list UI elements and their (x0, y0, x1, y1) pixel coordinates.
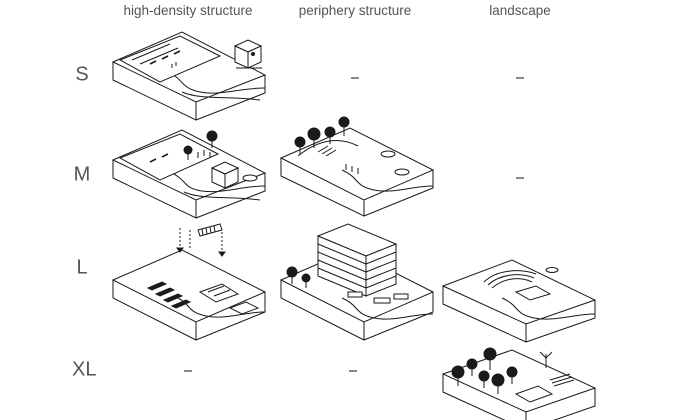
row-label-xl: XL (72, 358, 97, 381)
diagram-m-high-density (110, 128, 270, 223)
empty-marker-s-landscape (516, 77, 524, 79)
diagram-l-landscape (440, 258, 600, 348)
diagram-l-high-density (110, 222, 270, 347)
column-header-high-density: high-density structure (123, 3, 253, 18)
column-header-landscape: landscape (489, 3, 551, 18)
empty-marker-xl-high-density (184, 370, 192, 372)
row-label-m: M (73, 163, 91, 186)
diagram-m-periphery (278, 112, 438, 222)
column-header-periphery: periphery structure (298, 3, 412, 18)
empty-marker-s-periphery (351, 77, 359, 79)
diagram-s-high-density (110, 30, 270, 125)
row-label-s: S (75, 63, 89, 86)
diagram-l-periphery (278, 222, 438, 347)
empty-marker-m-landscape (516, 177, 524, 179)
diagram-xl-landscape (440, 346, 600, 420)
empty-marker-xl-periphery (349, 370, 357, 372)
row-label-l: L (76, 256, 88, 279)
